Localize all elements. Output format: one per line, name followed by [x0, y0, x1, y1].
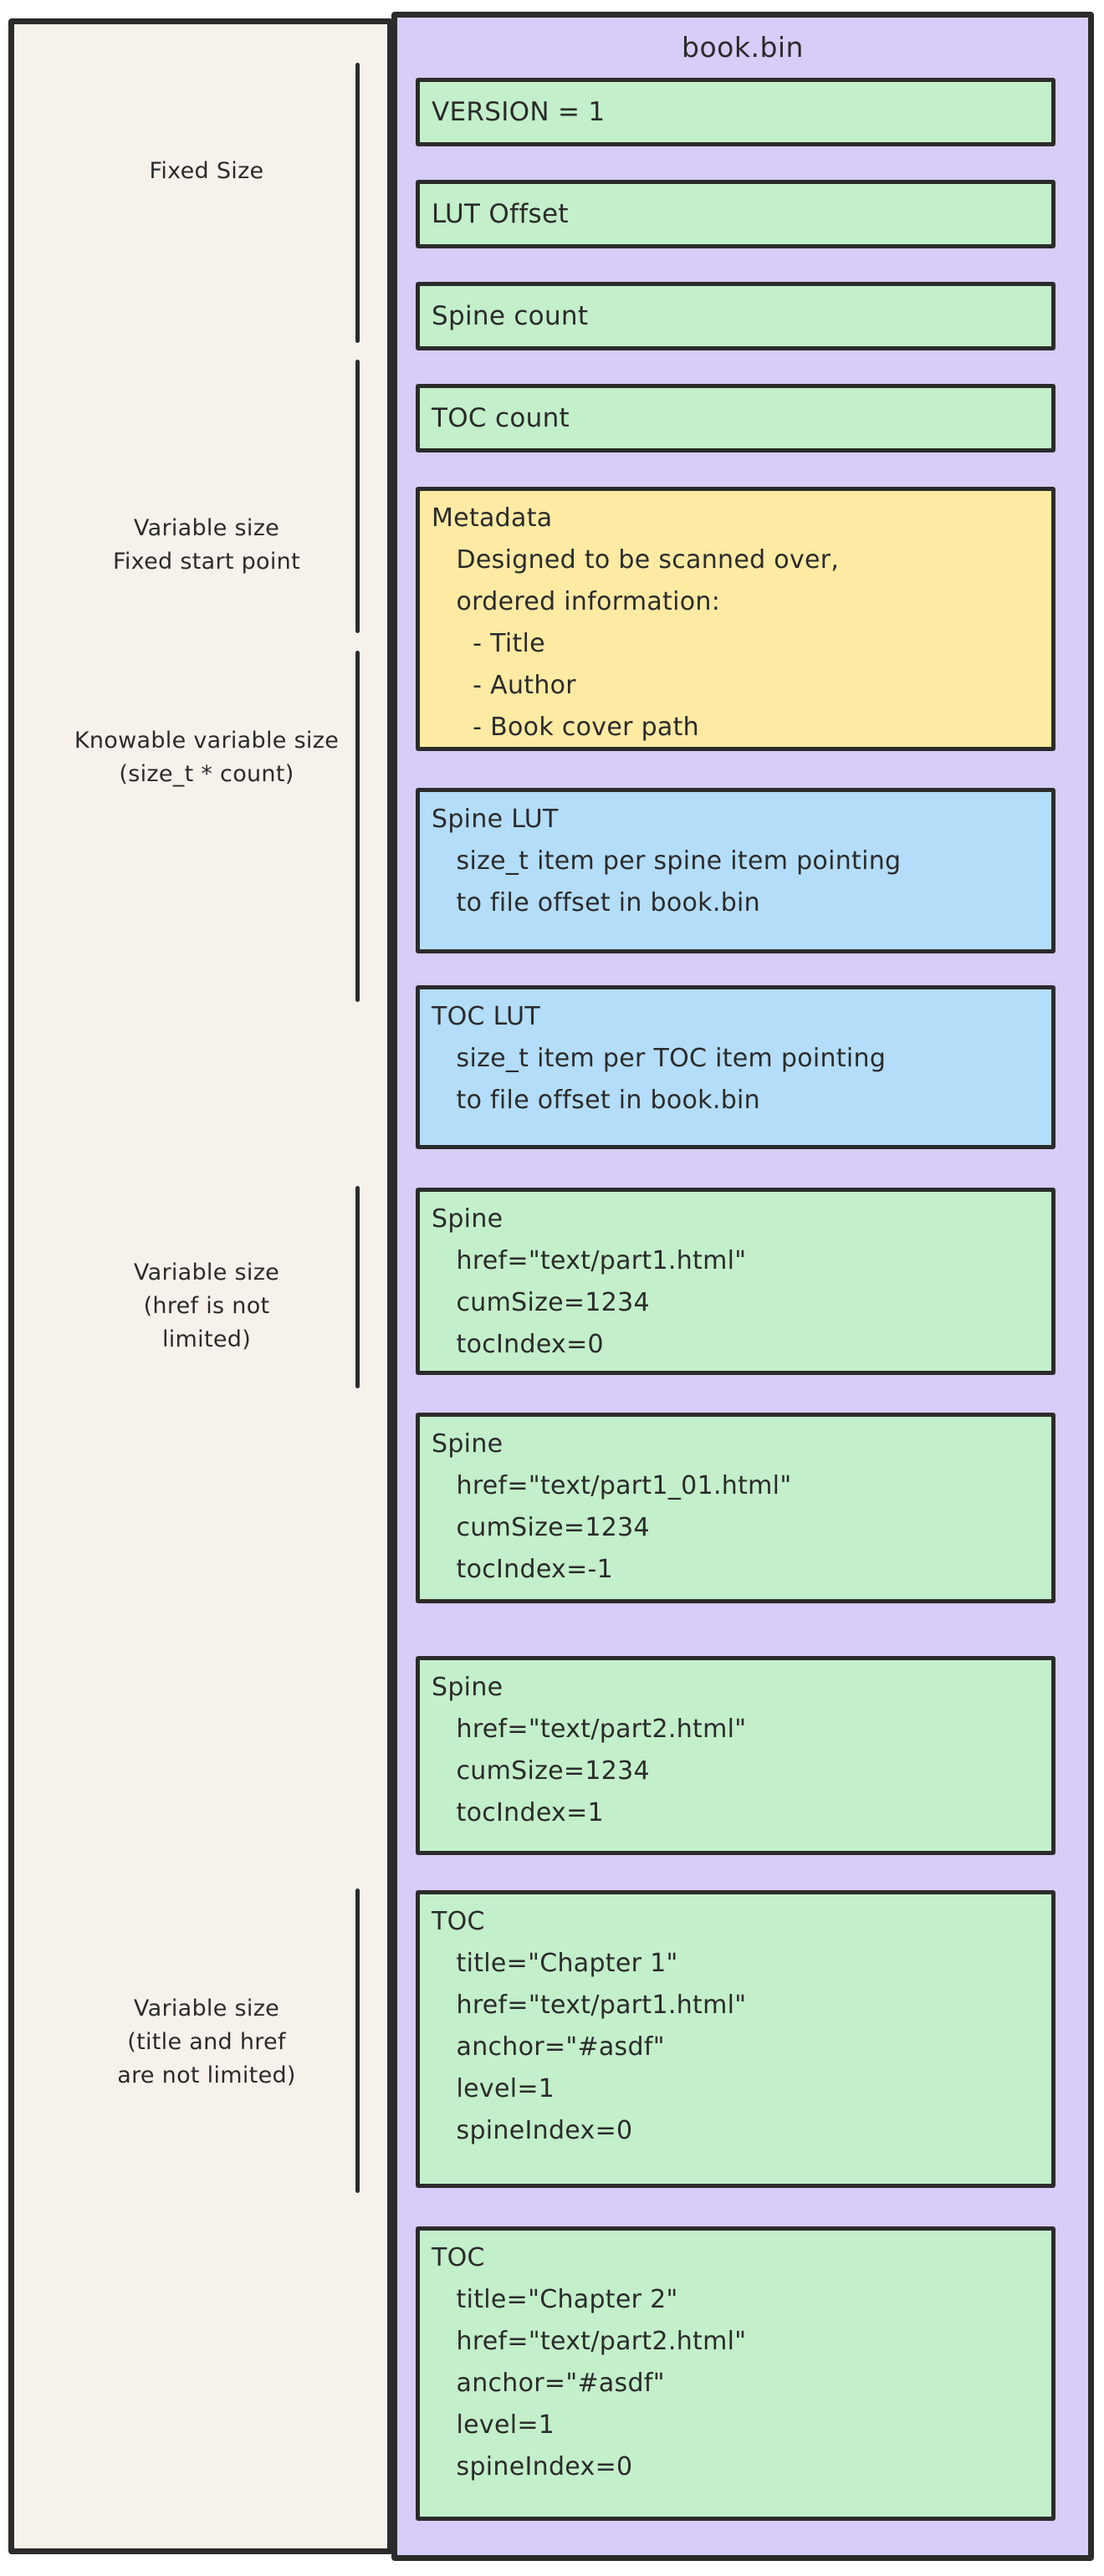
section-bracket-fixed-size: [355, 63, 360, 343]
section-bracket-variable-fixed-start: [355, 360, 360, 633]
section-label-variable-fixed-start: Variable size Fixed start point: [113, 515, 300, 575]
block-spine-2: Spine href="text/part1_01.html" cumSize=…: [416, 1413, 1055, 1603]
block-lut-offset: LUT Offset: [416, 180, 1055, 248]
block-toc-count: TOC count: [416, 384, 1055, 452]
block-spine-1: Spine href="text/part1.html" cumSize=123…: [416, 1188, 1055, 1375]
section-label-knowable-variable: Knowable variable size (size_t * count): [74, 728, 340, 787]
section-label-variable-title-href: Variable size (title and href are not li…: [117, 1996, 296, 2088]
block-spine-lut: Spine LUT size_t item per spine item poi…: [416, 788, 1055, 953]
section-bracket-variable-title-href: [355, 1889, 360, 2193]
block-toc-1: TOC title="Chapter 1" href="text/part1.h…: [416, 1890, 1055, 2188]
block-toc-lut: TOC LUT size_t item per TOC item pointin…: [416, 985, 1055, 1149]
block-version: VERSION = 1: [416, 78, 1055, 146]
block-metadata: Metadata Designed to be scanned over, or…: [416, 487, 1055, 751]
block-toc-2: TOC title="Chapter 2" href="text/part2.h…: [416, 2226, 1055, 2521]
section-bracket-variable-href: [355, 1186, 360, 1388]
file-title: book.bin: [682, 31, 804, 64]
block-spine-count: Spine count: [416, 282, 1055, 350]
section-bracket-knowable-variable: [355, 651, 360, 1002]
section-label-fixed-size: Fixed Size: [149, 158, 264, 184]
file-container: book.bin VERSION = 1 LUT Offset Spine co…: [391, 12, 1094, 2561]
annotation-panel: Fixed Size Variable size Fixed start poi…: [8, 18, 393, 2554]
section-label-variable-href: Variable size (href is not limited): [133, 1260, 280, 1352]
block-spine-3: Spine href="text/part2.html" cumSize=123…: [416, 1656, 1055, 1855]
